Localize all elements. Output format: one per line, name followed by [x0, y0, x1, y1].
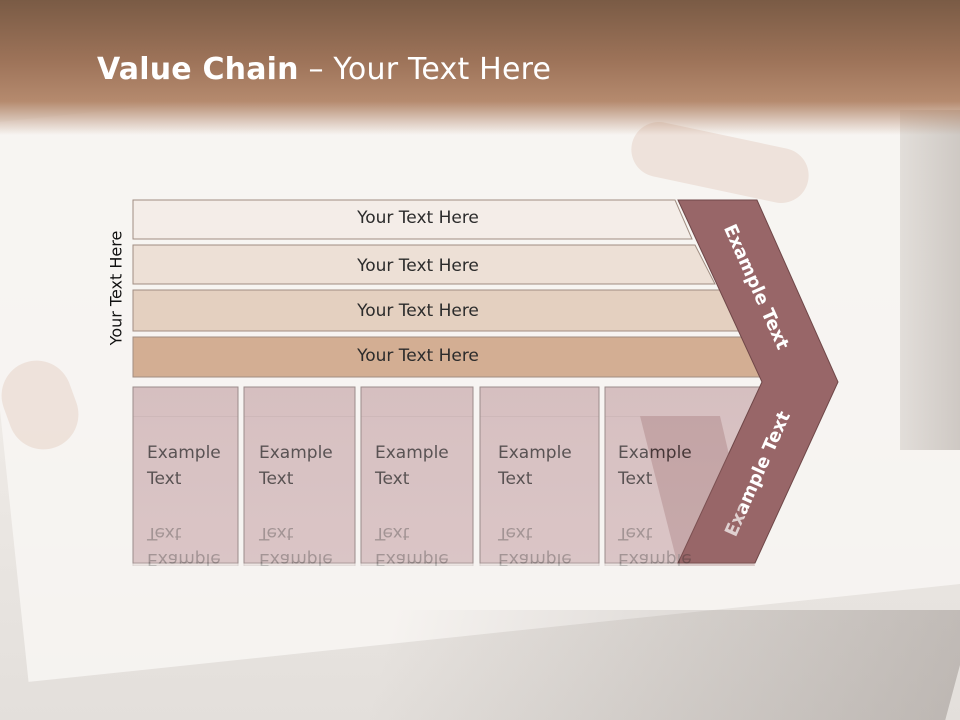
- bar-1: [132, 199, 693, 240]
- box-label-3: Example Text: [375, 443, 449, 489]
- box-1: [132, 386, 239, 564]
- chevron-arrow: [677, 199, 839, 564]
- box-3: [360, 386, 474, 564]
- box-label-5: Example Text: [618, 443, 692, 489]
- box-label-4: Example Text: [498, 443, 572, 489]
- bar-label-1: Your Text Here: [357, 208, 479, 228]
- box-label-2: Example Text: [259, 443, 333, 489]
- bar-label-2: Your Text Here: [357, 256, 479, 276]
- box-2: [243, 386, 356, 564]
- bar-label-4: Your Text Here: [357, 346, 479, 366]
- page-title: Value Chain – Your Text Here: [97, 52, 551, 87]
- bar-2: [132, 244, 716, 285]
- title-bold: Value Chain: [97, 52, 299, 87]
- title-rest: – Your Text Here: [298, 52, 552, 87]
- header-band: [0, 0, 960, 135]
- box-4: [479, 386, 600, 564]
- box-label-1: Example Text: [147, 443, 221, 489]
- bar-label-3: Your Text Here: [357, 301, 479, 321]
- arm-shadow: [900, 110, 960, 450]
